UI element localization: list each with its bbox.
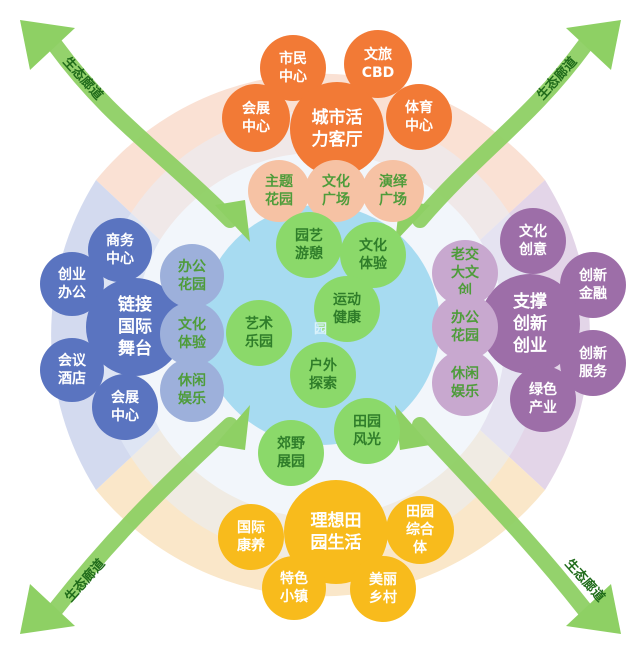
intl-node-business-center: 商务 中心 (88, 218, 152, 282)
innov-overlay-leisure: 休闲 娱乐 (432, 350, 498, 416)
intl-node-conference-hotel: 会议 酒店 (40, 338, 104, 402)
city-overlay-theme-garden: 主题 花园 (248, 160, 310, 222)
rural-node-pastoral-complex: 田园 综合 体 (386, 496, 454, 564)
rural-node-featured-town: 特色 小镇 (262, 556, 326, 620)
innov-node-creative-culture: 文化 创意 (500, 208, 566, 274)
green-node-outdoor-exploration: 户外 探索 (290, 342, 356, 408)
green-node-sports-health: 运动 健康 (314, 276, 380, 342)
city-overlay-performance-square: 演绎 广场 (362, 160, 424, 222)
city-overlay-culture-square: 文化 广场 (305, 160, 367, 222)
green-node-art-park: 艺术 乐园 (226, 300, 292, 366)
intl-overlay-leisure: 休闲 娱乐 (160, 358, 224, 422)
center-faint-label: 园 (314, 322, 328, 337)
innov-node-green-industry: 绿色 产业 (510, 366, 576, 432)
green-node-garden-recreation: 园艺 游憩 (276, 212, 342, 278)
innov-overlay-office-garden: 办公 花园 (432, 294, 498, 360)
rural-node-beautiful-village: 美丽 乡村 (350, 556, 416, 622)
green-node-country-exhibition: 郊野 展园 (258, 420, 324, 486)
intl-overlay-culture-experience: 文化 体验 (160, 302, 224, 366)
intl-node-exhibition-center: 会展 中心 (92, 374, 158, 440)
city-node-sports-center: 体育 中心 (386, 84, 452, 150)
rural-node-intl-wellness: 国际 康养 (218, 504, 284, 570)
green-node-pastoral-scenery: 田园 风光 (334, 398, 400, 464)
city-node-exhibition-center: 会展 中心 (222, 84, 290, 152)
intl-overlay-office-garden: 办公 花园 (160, 244, 224, 308)
